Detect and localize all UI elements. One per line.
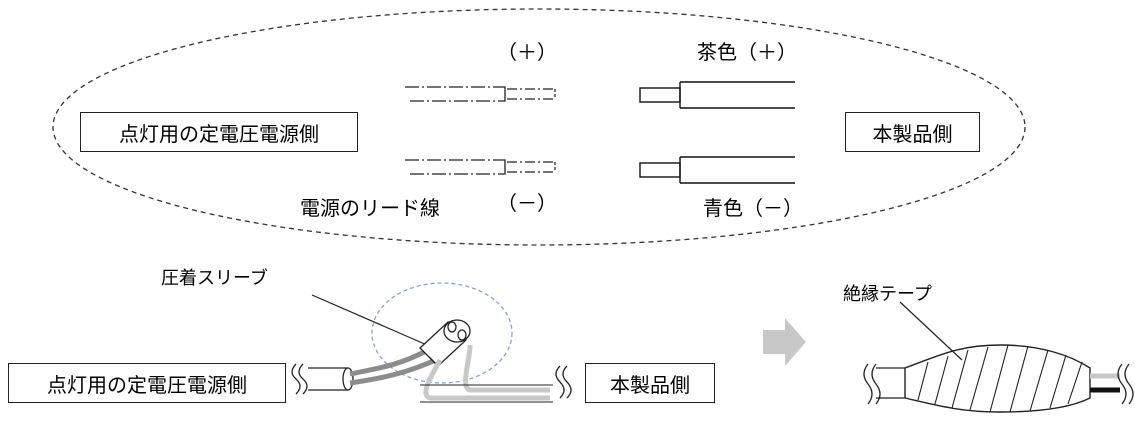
top-product-side-box: 本製品側 — [845, 112, 980, 152]
top-source-side-box: 点灯用の定電圧電源側 — [80, 112, 358, 152]
minus-label: （－） — [497, 191, 557, 215]
bottom-source-side-label: 点灯用の定電圧電源側 — [47, 372, 247, 397]
lead-wire-plus — [405, 86, 556, 102]
top-source-side-label: 点灯用の定電圧電源側 — [119, 121, 319, 146]
brown-label: 茶色（＋） — [697, 40, 797, 64]
lead-wire-label: 電源のリード線 — [300, 196, 440, 220]
crimp-sleeve — [419, 319, 471, 367]
product-wire-brown — [639, 81, 795, 109]
plus-label: （＋） — [497, 40, 557, 64]
source-cable — [291, 347, 442, 395]
product-wire-blue — [639, 156, 795, 184]
sleeve-label: 圧着スリーブ — [161, 268, 268, 289]
bottom-product-side-label: 本製品側 — [610, 372, 690, 397]
sleeve-dashed-circle — [371, 282, 513, 384]
lead-wire-minus — [405, 159, 556, 175]
bottom-product-side-box: 本製品側 — [585, 363, 715, 403]
top-product-side-label: 本製品側 — [872, 121, 953, 146]
top-dashed-ellipse — [52, 8, 1026, 246]
tape-pointer-line — [899, 301, 963, 361]
blue-label: 青色（－） — [703, 196, 803, 220]
tape-label: 絶縁テープ — [843, 284, 932, 305]
sleeve-pointer-line — [311, 294, 428, 346]
transition-arrow — [763, 318, 806, 366]
tape-wrap — [863, 344, 1134, 413]
bottom-source-side-box: 点灯用の定電圧電源側 — [8, 363, 286, 403]
product-cable-bottom — [420, 344, 572, 403]
